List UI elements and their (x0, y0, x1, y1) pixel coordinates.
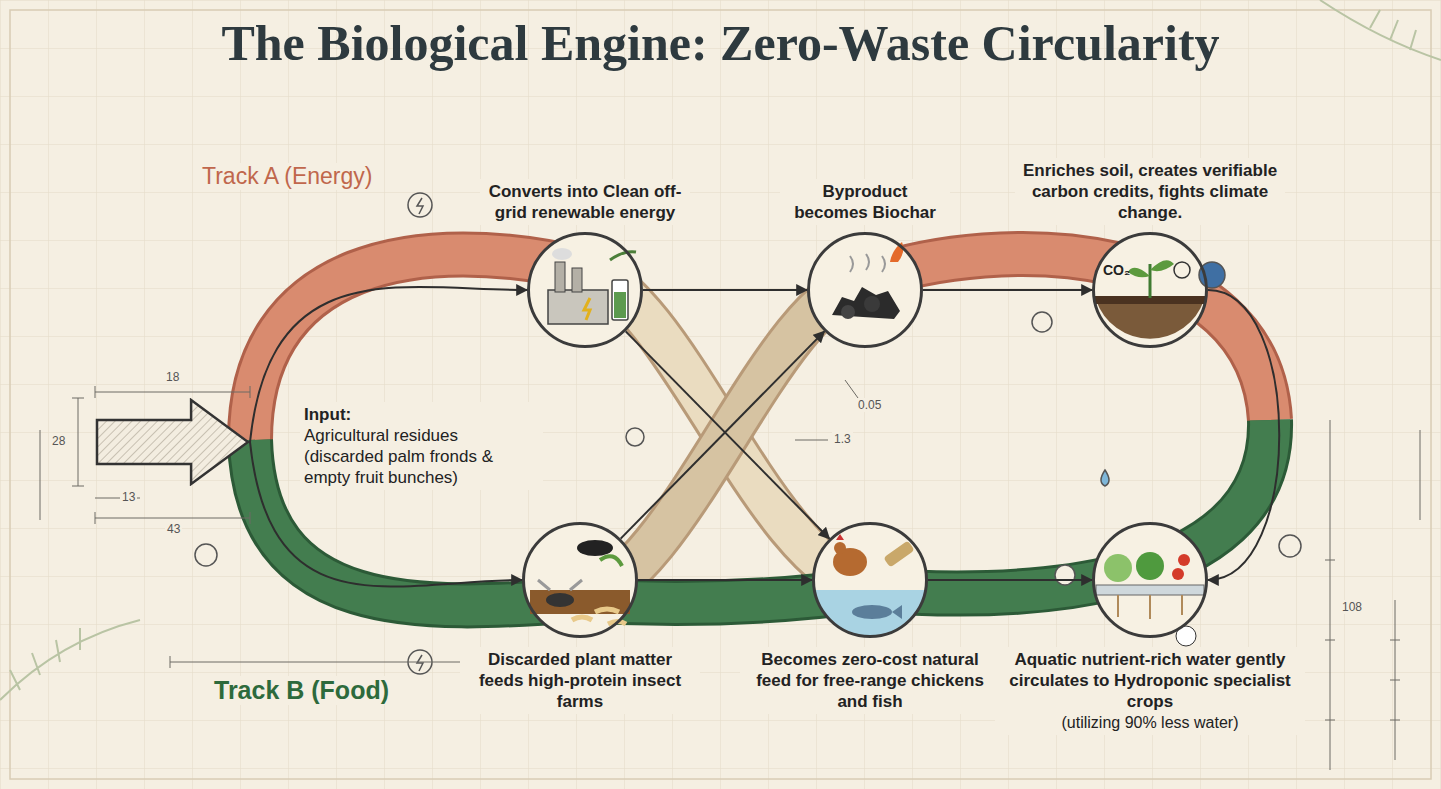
input-callout: Input:Agricultural residues (discarded p… (300, 402, 543, 490)
caption-text: Byproduct becomes Biochar (784, 181, 946, 223)
flow-arrow (928, 579, 1092, 581)
caption-text: Becomes zero-cost natural feed for free-… (744, 649, 996, 712)
biochar-icon (832, 242, 903, 319)
node-caption: Converts into Clean off-grid renewable e… (480, 179, 690, 225)
corner-fronds (0, 0, 1441, 700)
soil-icon (1094, 260, 1206, 339)
callout-heading: Input: (304, 404, 539, 425)
flow-arrow (638, 579, 812, 581)
flow-arrow (643, 289, 807, 291)
energy-icon (548, 248, 636, 324)
process-circle: Converts into Clean off-grid renewable e… (527, 232, 643, 348)
caption-text: Discarded plant matter feeds high-protei… (464, 649, 696, 712)
node-caption: Enriches soil, creates verifiable carbon… (1015, 158, 1285, 225)
node-caption: Becomes zero-cost natural feed for free-… (740, 647, 1000, 714)
caption-text: Enriches soil, creates verifiable carbon… (1019, 160, 1281, 223)
hydroponic-icon (1096, 552, 1204, 646)
flow-arrow (923, 289, 1092, 291)
feed-icon (814, 534, 926, 636)
node-caption: Byproduct becomes Biochar (780, 179, 950, 225)
caption-note: (utilizing 90% less water) (999, 712, 1301, 733)
dimension-number: 108 (1340, 600, 1364, 614)
flow-arrow (621, 331, 825, 538)
process-circle: Discarded plant matter feeds high-protei… (522, 522, 638, 638)
track-label: Track B (Food) (212, 676, 391, 705)
process-circle: Aquatic nutrient-rich water gently circu… (1092, 522, 1208, 638)
process-circle: Becomes zero-cost natural feed for free-… (812, 522, 928, 638)
process-circle: Byproduct becomes Biochar (807, 232, 923, 348)
callout-body: Agricultural residues (discarded palm fr… (304, 425, 539, 488)
caption-text: Converts into Clean off-grid renewable e… (484, 181, 686, 223)
flow-arrow (1208, 290, 1279, 580)
arrow-outline (95, 398, 250, 486)
insect-icon (530, 540, 630, 624)
icon-label: CO₂ (1101, 262, 1132, 278)
diagram-title: The Biological Engine: Zero-Waste Circul… (0, 14, 1441, 72)
flow-arrow (626, 331, 830, 538)
node-caption: Aquatic nutrient-rich water gently circu… (995, 647, 1305, 735)
dimension-number: 0.05 (856, 398, 883, 412)
dimension-number: 13 (120, 490, 137, 504)
dimension-number: 28 (50, 434, 67, 448)
process-circle: Enriches soil, creates verifiable carbon… (1092, 232, 1208, 348)
arrow-hatch (97, 400, 248, 484)
dimension-number: 1.3 (832, 432, 853, 446)
node-caption: Discarded plant matter feeds high-protei… (460, 647, 700, 714)
track-label: Track A (Energy) (200, 163, 374, 190)
arrow-shape (97, 400, 248, 484)
dimension-number: 43 (165, 522, 182, 536)
frame (10, 10, 1431, 779)
small-symbols (195, 193, 1301, 674)
input-arrow: Input:Agricultural residues (discarded p… (95, 398, 250, 486)
circle-grounds (523, 233, 1207, 637)
caption-text: Aquatic nutrient-rich water gently circu… (999, 649, 1301, 712)
dimension-number: 18 (164, 370, 181, 384)
